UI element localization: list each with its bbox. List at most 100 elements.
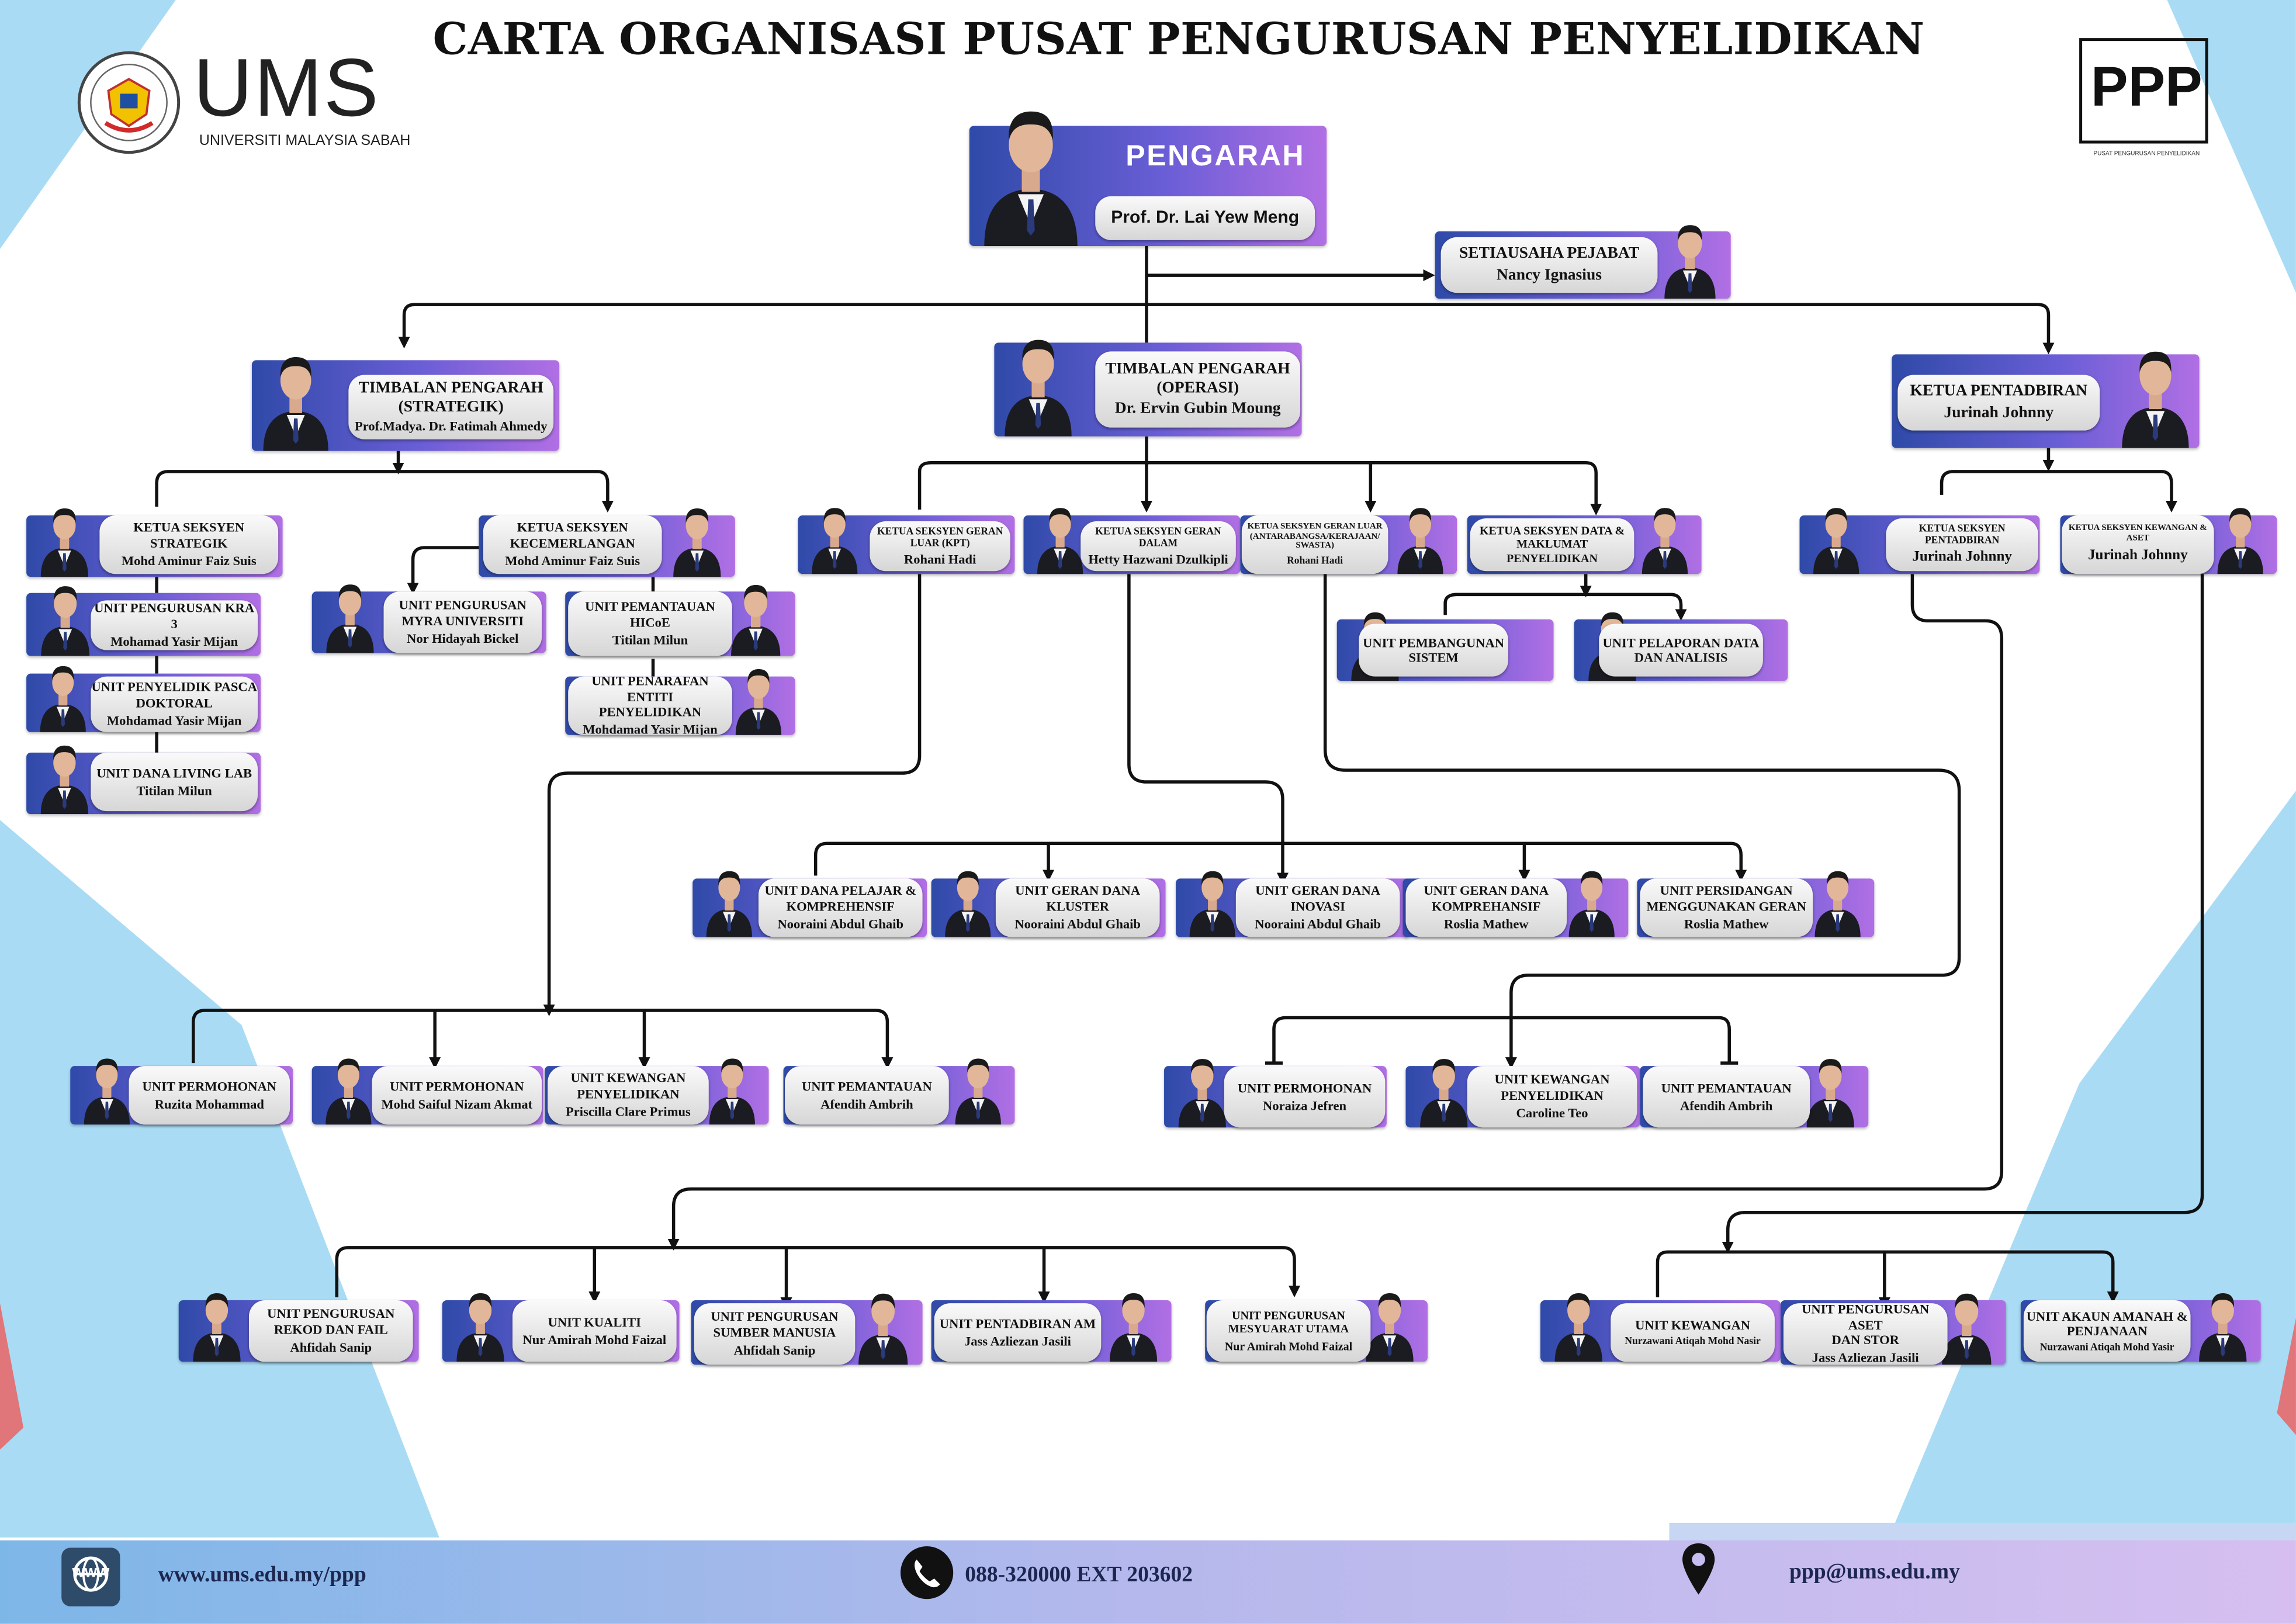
ppp-logo: PPP PUSAT PENGURUSAN PENYELIDIKAN (2079, 38, 2214, 157)
avatar-aset-stor (1933, 1283, 2000, 1365)
director-role-label: PENGARAH (1126, 140, 1305, 173)
name-ks-pentadbiran: Jurinah Johnny (1912, 549, 2012, 566)
role-permohonan3: UNIT PERMOHONAN (1237, 1080, 1372, 1095)
role-ks-data: KETUA SEKSYEN DATA & MAKLUMAT PENYELIDIK… (1479, 524, 1625, 565)
name-deputy-ops: Dr. Ervin Gubin Moung (1114, 400, 1281, 418)
avatar-sumber-manusia (849, 1283, 917, 1365)
role-ks-geran-dalam: KETUA SEKSYEN GERAN DALAM (1095, 525, 1221, 549)
page-title: CARTA ORGANISASI PUSAT PENGURUSAN PENYEL… (432, 15, 1925, 66)
role-kewangan2: UNIT KEWANGAN PENYELIDIKAN (1494, 1072, 1610, 1103)
avatar-ks-kecemerlangan (664, 498, 729, 577)
role-pasca: UNIT PENYELIDIK PASCA DOKTORAL (91, 680, 257, 710)
role-kra3: UNIT PENGURUSAN KRA 3 (94, 601, 255, 631)
label-ks-geran-luar2: KETUA SEKSYEN GERAN LUAR (ANTARABANGSA/K… (1241, 515, 1388, 574)
avatar-living-lab (32, 735, 96, 815)
role-pembangunan: UNIT PEMBANGUNAN SISTEM (1363, 635, 1505, 665)
role-dana-pelajar: UNIT DANA PELAJAR & KOMPREHENSIF (764, 884, 917, 914)
avatar-kra3 (32, 576, 98, 656)
avatar-geran-inovasi (1182, 861, 1243, 937)
avatar-ks-geran-kpt (804, 498, 865, 574)
footer-website-link[interactable]: www.ums.edu.my/ppp (158, 1564, 366, 1588)
role-permohonan2: UNIT PERMOHONAN (390, 1078, 524, 1093)
role-aset-stor: UNIT PENGURUSAN ASET DAN STOR (1802, 1303, 1930, 1348)
role-deputy-ops: TIMBALAN PENGARAH (OPERASI) (1105, 360, 1290, 397)
avatar-permohonan3 (1170, 1048, 1234, 1128)
role-kewangan1: UNIT KEWANGAN PENYELIDIKAN (570, 1071, 686, 1101)
name-permohonan3: Noraiza Jefren (1263, 1098, 1347, 1113)
name-ks-kecemerlangan: Mohd Aminur Faiz Suis (505, 553, 640, 569)
avatar-ks-geran-luar2 (1390, 498, 1451, 574)
avatar-kewangan (1546, 1283, 1611, 1362)
role-ks-kecemerlangan: KETUA SEKSYEN KECEMERLANGAN (510, 520, 635, 550)
web-icon-label: WWW (72, 1565, 110, 1580)
footer-email[interactable]: ppp@ums.edu.my (1789, 1561, 1960, 1585)
label-aset-stor: UNIT PENGURUSAN ASET DAN STOR Jass Azliez… (1783, 1303, 1948, 1365)
footer-bar (0, 1540, 2296, 1624)
avatar-dana-pelajar (698, 861, 760, 937)
avatar-myra (318, 574, 382, 653)
label-deputy-ops: TIMBALAN PENGARAH (OPERASI) Dr. Ervin Gub… (1095, 351, 1301, 428)
avatar-ks-geran-dalam (1030, 498, 1091, 574)
name-mesyuarat: Nur Amirah Mohd Faizal (1224, 1339, 1353, 1353)
name-pemantauan1: Afendih Ambrih (820, 1096, 913, 1111)
name-rekod: Ahfidah Sanip (290, 1340, 372, 1355)
role-akaun-amanah: UNIT AKAUN AMANAH & PENJANAAN (2026, 1308, 2188, 1339)
avatar-kewangan2 (1411, 1048, 1476, 1128)
avatar-secretary (1654, 214, 1725, 299)
role-sumber-manusia: UNIT PENGURUSAN SUMBER MANUSIA (711, 1310, 839, 1340)
name-hicoe: Titilan Milun (612, 632, 688, 647)
name-geran-kluster: Nooraini Abdul Ghaib (1014, 916, 1141, 932)
label-ks-kecemerlangan: KETUA SEKSYEN KECEMERLANGAN Mohd Aminur F… (483, 515, 662, 574)
name-deputy-strategic: Prof.Madya. Dr. Fatimah Ahmedy (355, 419, 548, 434)
name-pasca: Mohdamad Yasir Mijan (106, 713, 242, 728)
avatar-rekod (185, 1283, 249, 1362)
role-deputy-strategic: TIMBALAN PENGARAH (STRATEGIK) (358, 379, 543, 416)
role-ks-geran-luar2: KETUA SEKSYEN GERAN LUAR (ANTARABANGSA/K… (1247, 522, 1383, 552)
name-sumber-manusia: Ahfidah Sanip (733, 1343, 816, 1358)
name-kewangan: Nurzawani Atiqah Mohd Nasir (1625, 1335, 1761, 1348)
label-sumber-manusia: UNIT PENGURUSAN SUMBER MANUSIA Ahfidah Sa… (694, 1303, 856, 1365)
map-pin-icon (1681, 1540, 1716, 1599)
role-secretary: SETIAUSAHA PEJABAT (1459, 245, 1640, 263)
footer-phone[interactable]: 088-320000 EXT 203602 (965, 1564, 1193, 1588)
name-living-lab: Titilan Milun (136, 783, 212, 798)
label-pelaporan: UNIT PELAPORAN DATA DAN ANALISIS (1599, 624, 1763, 677)
name-permohonan1: Ruzita Mohammad (154, 1096, 264, 1111)
label-ks-geran-kpt: KETUA SEKSYEN GERAN LUAR (KPT)Rohani Had… (870, 521, 1010, 572)
label-pemantauan1: UNIT PEMANTAUAN Afendih Ambrih (785, 1066, 949, 1125)
role-kualiti: UNIT KUALITI (548, 1314, 641, 1329)
role-pemantauan1: UNIT PEMANTAUAN (801, 1078, 932, 1093)
name-persidangan: Roslia Mathew (1684, 916, 1769, 932)
name-aset-stor: Jass Azliezan Jasili (1812, 1351, 1919, 1365)
avatar-deputy-strategic (258, 342, 334, 451)
name-ks-strategik: Mohd Aminur Faiz Suis (121, 553, 257, 569)
director-name-pill: Prof. Dr. Lai Yew Meng (1095, 196, 1315, 240)
name-kra3: Mohamad Yasir Mijan (110, 634, 238, 649)
role-admin-head: KETUA PENTADBIRAN (1910, 382, 2088, 400)
role-pentadbiran-am: UNIT PENTADBIRAN AM (939, 1315, 1096, 1331)
name-ks-geran-luar2: Rohani Hadi (1287, 555, 1343, 567)
phone-icon (901, 1546, 954, 1599)
avatar-deputy-ops (1000, 325, 1076, 437)
name-penarafan: Mohdamad Yasir Mijan (583, 722, 718, 735)
label-ks-data: KETUA SEKSYEN DATA & MAKLUMAT PENYELIDIK… (1470, 518, 1634, 572)
avatar-pemantauan1 (947, 1048, 1009, 1125)
label-permohonan3: UNIT PERMOHONAN Noraiza Jefren (1224, 1066, 1386, 1128)
label-pasca: UNIT PENYELIDIK PASCA DOKTORAL Mohdamad Y… (91, 676, 258, 732)
avatar-pemantauan2 (1798, 1048, 1862, 1128)
